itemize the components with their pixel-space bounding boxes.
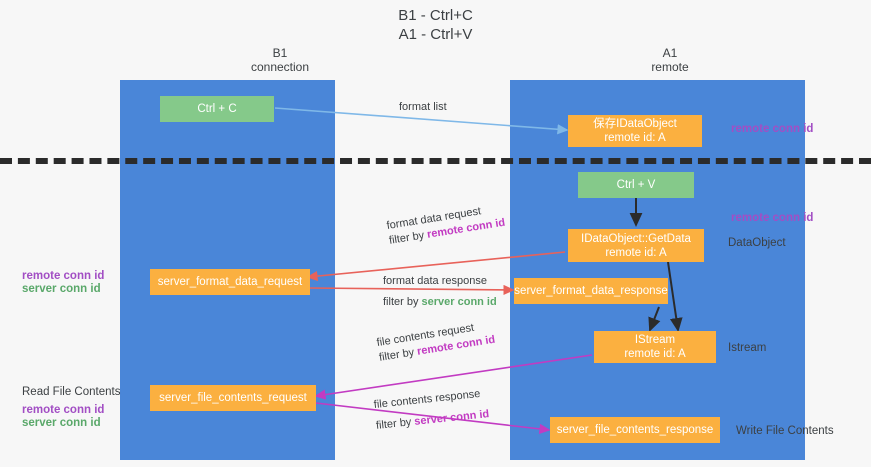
node-server-format-data-request-label: server_format_data_request [157, 276, 303, 288]
node-save-idataobject-line2: remote id: A [604, 132, 666, 144]
annotation-istream: Istream [728, 342, 767, 354]
node-ctrl-c[interactable]: Ctrl + C [160, 96, 274, 122]
title-line-1: B1 - Ctrl+C [398, 7, 473, 24]
node-ctrl-c-label: Ctrl + C [197, 103, 237, 115]
diagram-title: B1 - Ctrl+C A1 - Ctrl+V [0, 6, 871, 44]
edge-label-format-data-response-text: format data response [383, 275, 487, 287]
edge-label-format-data-response: format data response filter by server co… [383, 274, 497, 310]
phase-divider [0, 158, 871, 164]
edge-label-file-contents-request: file contents request filter by remote c… [376, 318, 497, 366]
annotation-remote-conn-id-top: remote conn id [731, 123, 814, 135]
title-line-2: A1 - Ctrl+V [398, 26, 473, 43]
node-istream[interactable]: IStream remote id: A [594, 331, 716, 363]
column-header-b1-name: B1 [272, 46, 288, 60]
node-ctrl-v-label: Ctrl + V [616, 179, 656, 191]
annotation-write-file-contents: Write File Contents [736, 425, 834, 437]
node-server-file-contents-response[interactable]: server_file_contents_response [550, 417, 720, 443]
column-header-a1-role: remote [651, 60, 689, 74]
node-server-file-contents-response-label: server_file_contents_response [556, 424, 714, 436]
node-istream-line2: remote id: A [624, 348, 686, 360]
node-server-format-data-response[interactable]: server_format_data_response [514, 278, 668, 304]
edge-label-format-data-response-filter: filter by server conn id [383, 295, 497, 310]
column-header-a1-name: A1 [662, 46, 678, 60]
edge-label-file-contents-response: file contents response filter by server … [373, 386, 490, 434]
node-server-format-data-request[interactable]: server_format_data_request [150, 269, 310, 295]
filter-value: server conn id [421, 296, 497, 308]
annotation-left-remote-conn-id-bottom: remote conn id [22, 404, 105, 416]
edge-label-format-list-text: format list [399, 101, 447, 113]
node-save-idataobject-line1: 保存IDataObject [593, 118, 677, 130]
filter-prefix: filter by [375, 415, 415, 432]
annotation-dataobject: DataObject [728, 237, 786, 249]
edge-label-format-list: format list [399, 100, 447, 115]
node-idataobject-getdata-line1: IDataObject::GetData [581, 232, 691, 245]
column-header-b1-role: connection [250, 60, 310, 74]
node-ctrl-v[interactable]: Ctrl + V [578, 172, 694, 198]
column-header-a1: A1 remote [540, 46, 800, 74]
annotation-left-server-conn-id-bottom: server conn id [22, 417, 101, 429]
node-server-format-data-response-label: server_format_data_response [514, 285, 668, 297]
column-header-b1: B1 connection [150, 46, 410, 74]
node-idataobject-getdata-line2: remote id: A [605, 246, 667, 259]
node-server-file-contents-request-label: server_file_contents_request [159, 392, 307, 404]
node-save-idataobject[interactable]: 保存IDataObject remote id: A [568, 115, 702, 147]
filter-prefix: filter by [383, 296, 422, 308]
node-istream-line1: IStream [634, 334, 676, 346]
node-idataobject-getdata[interactable]: IDataObject::GetData remote id: A [568, 229, 704, 262]
annotation-left-remote-conn-id-mid: remote conn id [22, 270, 105, 282]
edge-label-format-data-request: format data request filter by remote con… [386, 201, 507, 249]
filter-value: server conn id [413, 408, 490, 428]
annotation-read-file-contents: Read File Contents [22, 386, 121, 398]
annotation-remote-conn-id-mid: remote conn id [731, 212, 814, 224]
node-server-file-contents-request[interactable]: server_file_contents_request [150, 385, 316, 411]
annotation-left-server-conn-id-mid: server conn id [22, 283, 101, 295]
